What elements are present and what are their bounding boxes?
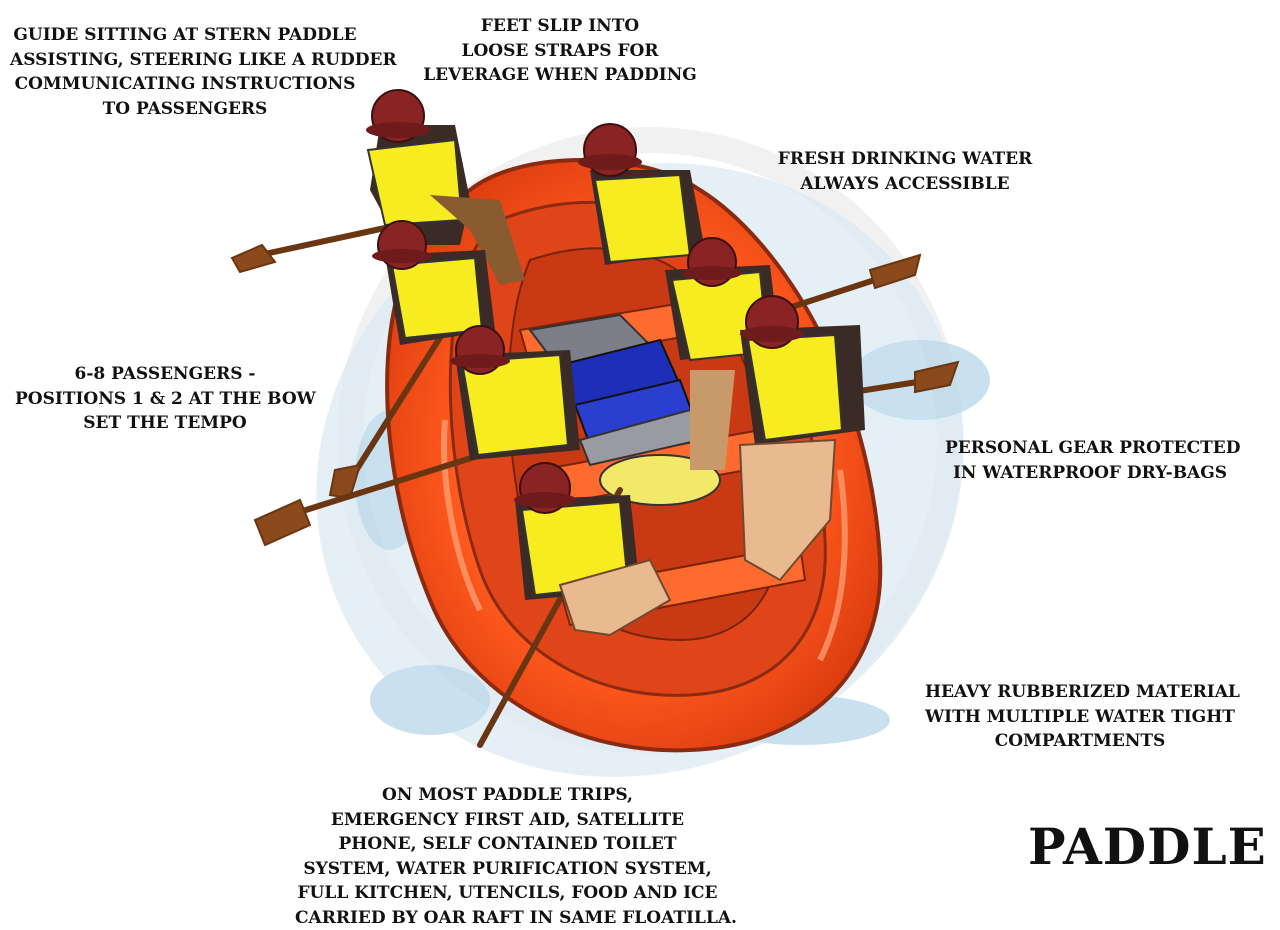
annotation-gear: PERSONAL GEAR PROTECTED IN WATERPROOF DR… xyxy=(945,438,1241,483)
annotation-feet: FEET SLIP INTO LOOSE STRAPS FOR LEVERAGE… xyxy=(423,16,697,85)
annotation-material: HEAVY RUBBERIZED MATERIAL WITH MULTIPLE … xyxy=(925,682,1240,751)
guide-person xyxy=(366,89,525,285)
annotation-guide: GUIDE SITTING AT STERN PADDLE ASSISTING,… xyxy=(10,25,397,119)
annotation-passengers: 6-8 PASSENGERS - POSITIONS 1 & 2 AT THE … xyxy=(15,364,316,433)
annotation-water: FRESH DRINKING WATER ALWAYS ACCESSIBLE xyxy=(777,149,1033,194)
passenger-figures xyxy=(372,123,865,637)
annotation-support: ON MOST PADDLE TRIPS, EMERGENCY FIRST AI… xyxy=(295,785,737,928)
diagram-title: PADDLE xyxy=(1028,817,1267,876)
